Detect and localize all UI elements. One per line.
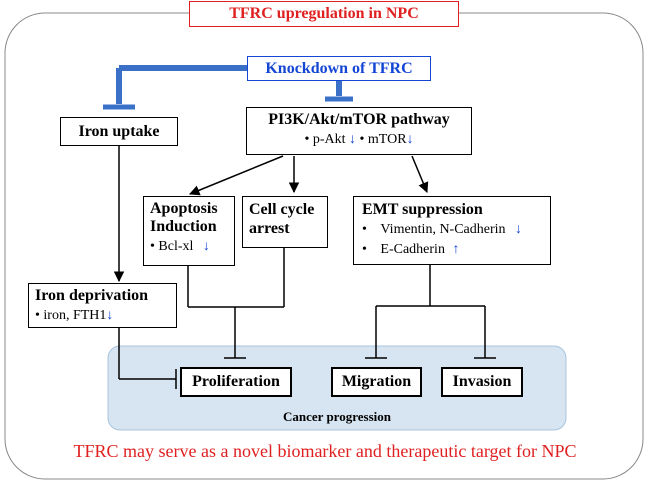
iron-deprivation-box: Iron deprivation • iron, FTH1↓	[28, 283, 177, 328]
bcl-xl-down-arrow-icon: ↓	[202, 239, 210, 254]
vimentin-down-arrow-icon: ↓	[515, 222, 523, 237]
vimentin-label: Vimentin, N-Cadherin	[380, 222, 506, 237]
p-akt-label: • p-Akt	[304, 132, 346, 147]
pi3k-title: PI3K/Akt/mTOR pathway	[268, 111, 450, 128]
bullet-icon: •	[362, 242, 367, 257]
iron-uptake-text: Iron uptake	[78, 123, 160, 140]
migration-text: Migration	[341, 373, 412, 390]
invasion-box: Invasion	[441, 367, 523, 397]
invasion-text: Invasion	[452, 373, 512, 390]
conclusion-text-span: TFRC may serve as a novel biomarker and …	[73, 441, 577, 461]
cell-cycle-text-2: arrest	[249, 220, 290, 237]
apoptosis-box: Apoptosis Induction • Bcl-xl ↓	[143, 196, 235, 266]
conclusion-text: TFRC may serve as a novel biomarker and …	[0, 440, 650, 462]
knockdown-text: Knockdown of TFRC	[265, 60, 413, 77]
diagram-title: TFRC upregulation in NPC	[189, 1, 459, 27]
emt-box: EMT suppression • Vimentin, N-Cadherin ↓…	[353, 196, 551, 265]
migration-box: Migration	[331, 367, 422, 397]
bcl-xl-label: • Bcl-xl	[150, 239, 194, 254]
cancer-progression-text: Cancer progression	[283, 409, 391, 424]
mtor-down-arrow-icon: ↓	[406, 132, 414, 147]
iron-fth1-label: • iron, FTH1	[35, 308, 107, 323]
cancer-progression-label: Cancer progression	[108, 408, 566, 426]
e-cadherin-up-arrow-icon: ↑	[452, 242, 460, 257]
pi3k-box: PI3K/Akt/mTOR pathway • p-Akt ↓ • mTOR↓	[246, 107, 472, 155]
bullet-icon: •	[362, 222, 367, 237]
knockdown-box: Knockdown of TFRC	[247, 56, 431, 81]
emt-title: EMT suppression	[362, 201, 483, 218]
apoptosis-title-1: Apoptosis	[150, 200, 218, 217]
proliferation-text: Proliferation	[192, 373, 280, 390]
p-akt-down-arrow-icon: ↓	[349, 132, 357, 147]
cell-cycle-text-1: Cell cycle	[249, 201, 315, 218]
apoptosis-title-2: Induction	[150, 218, 217, 235]
knockdown-inhibition-lines	[103, 65, 353, 110]
inhibition-lines	[118, 248, 496, 389]
iron-uptake-box: Iron uptake	[60, 117, 178, 146]
diagram-title-text: TFRC upregulation in NPC	[229, 5, 419, 22]
cell-cycle-box: Cell cycle arrest	[242, 196, 328, 248]
e-cadherin-label: E-Cadherin	[380, 242, 445, 257]
mtor-label: • mTOR	[359, 132, 407, 147]
iron-deprivation-title: Iron deprivation	[35, 287, 149, 304]
fth1-down-arrow-icon: ↓	[106, 308, 114, 323]
activation-arrows	[113, 146, 429, 283]
proliferation-box: Proliferation	[180, 367, 292, 397]
